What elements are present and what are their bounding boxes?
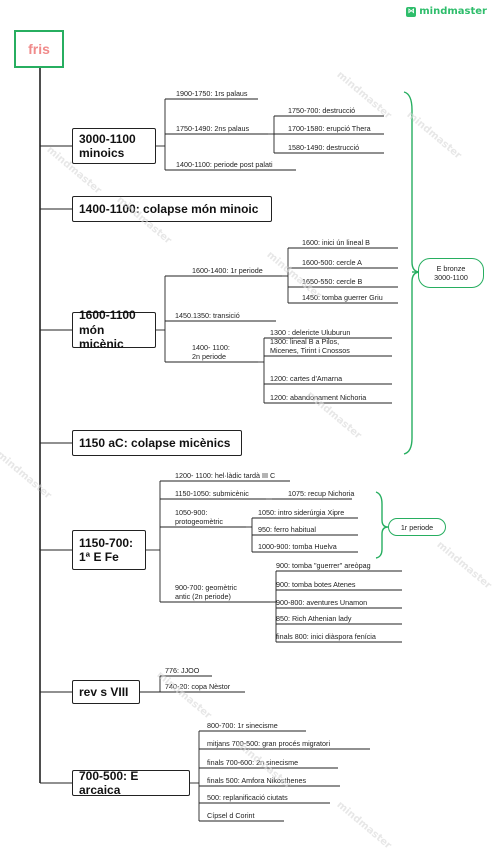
- detail-2-2-2[interactable]: 1200: cartes d'Amarna: [270, 374, 343, 383]
- detail-0-1-1[interactable]: 1700-1580: erupció Thera: [288, 124, 371, 133]
- subtopic-0-2[interactable]: 1400-1100: periode post palati: [176, 160, 273, 169]
- subtopic-6-3[interactable]: finals 500: Amfora Nikosthenes: [207, 776, 307, 785]
- subtopic-4-1[interactable]: 1150-1050: submicènic: [175, 489, 249, 498]
- detail-2-2-0[interactable]: 1300 : delericte Uluburun: [270, 328, 351, 337]
- detail-4-2-1[interactable]: 950: ferro habitual: [258, 525, 316, 534]
- topic-label: 1150 aC: colapse micènics: [79, 435, 231, 450]
- detail-4-3-1[interactable]: 900: tomba botes Atenes: [276, 580, 356, 589]
- topic-6[interactable]: 700-500: E arcaica: [72, 768, 190, 797]
- topic-4[interactable]: 1150-700:1ª E Fe: [72, 530, 146, 570]
- subtopic-4-2[interactable]: 1050-900:protogeomètric: [175, 508, 223, 526]
- detail-2-0-3[interactable]: 1450: tomba guerrer Griu: [302, 293, 383, 302]
- detail-2-2-1[interactable]: 1300: lineal B a Pilos,Micenes, Tirint i…: [270, 337, 350, 355]
- subtopic-6-4[interactable]: 500: replanificació ciutats: [207, 793, 288, 802]
- topic-label: 1400-1100: colapse món minoic: [79, 201, 259, 216]
- root-topic-label: fris: [28, 41, 50, 57]
- subtopic-2-1[interactable]: 1450.1350: transició: [175, 311, 240, 320]
- brand-logo: ⋈ mindmaster: [406, 6, 487, 17]
- subtopic-0-0[interactable]: 1900-1750: 1rs palaus: [176, 89, 248, 98]
- topic-3[interactable]: 1150 aC: colapse micènics: [72, 430, 242, 456]
- subtopic-6-0[interactable]: 800-700: 1r sinecisme: [207, 721, 278, 730]
- subtopic-5-0[interactable]: 776: JJOO: [165, 666, 200, 675]
- subtopic-6-2[interactable]: finals 700-600: 2n sinecisme: [207, 758, 299, 767]
- detail-4-2-0[interactable]: 1050: intro siderúrgia Xipre: [258, 508, 345, 517]
- detail-2-0-2[interactable]: 1650-550: cercle B: [302, 277, 363, 286]
- subtopic-0-1[interactable]: 1750-1490: 2ns palaus: [176, 124, 250, 133]
- detail-2-0-1[interactable]: 1600-500: cercle A: [302, 258, 362, 267]
- subtopic-6-5[interactable]: Cípsel d Corint: [207, 811, 255, 820]
- detail-4-3-3[interactable]: 850: Rich Athenian lady: [276, 614, 352, 623]
- topic-5[interactable]: rev s VIII: [72, 680, 140, 704]
- summary-1r-periode[interactable]: 1r periode: [388, 518, 446, 536]
- detail-2-0-0[interactable]: 1600: inici ún lineal B: [302, 238, 370, 247]
- detail-4-3-2[interactable]: 900-800: aventures Unamon: [276, 598, 368, 607]
- subtopic-2-0[interactable]: 1600-1400: 1r periode: [192, 266, 263, 275]
- detail-0-1-0[interactable]: 1750-700: destrucció: [288, 106, 356, 115]
- subtopic-6-1[interactable]: mitjans 700-500: gran procés migratori: [207, 739, 331, 748]
- detail-4-3-0[interactable]: 900: tomba "guerrer" areòpag: [276, 561, 371, 570]
- detail-2-2-3[interactable]: 1200: abandonament Nichoria: [270, 393, 367, 402]
- topic-1[interactable]: 1400-1100: colapse món minoic: [72, 196, 272, 222]
- topic-label: 1150-700:1ª E Fe: [79, 535, 134, 564]
- detail-4-3-4[interactable]: finals 800: inici diàspora fenícia: [276, 632, 376, 641]
- topic-label: rev s VIII: [79, 684, 129, 699]
- subtopic-2-2[interactable]: 1400- 1100:2n periode: [192, 343, 230, 361]
- mindmaster-logo-icon: ⋈: [406, 6, 417, 17]
- summary-brace: [375, 491, 389, 559]
- subtopic-4-0[interactable]: 1200- 1100: hel·làdic tardà III C: [175, 471, 276, 480]
- root-topic[interactable]: fris: [14, 30, 64, 68]
- brand-label: mindmaster: [419, 6, 487, 17]
- detail-0-1-2[interactable]: 1580-1490: destrucció: [288, 143, 360, 152]
- subtopic-5-1[interactable]: 740-20: copa Nèstor: [165, 682, 231, 691]
- detail-4-2-2[interactable]: 1000-900: tomba Huelva: [258, 542, 337, 551]
- detail-4-1-0[interactable]: 1075: recup Nichoria: [288, 489, 355, 498]
- topic-label: 700-500: E arcaica: [79, 768, 139, 797]
